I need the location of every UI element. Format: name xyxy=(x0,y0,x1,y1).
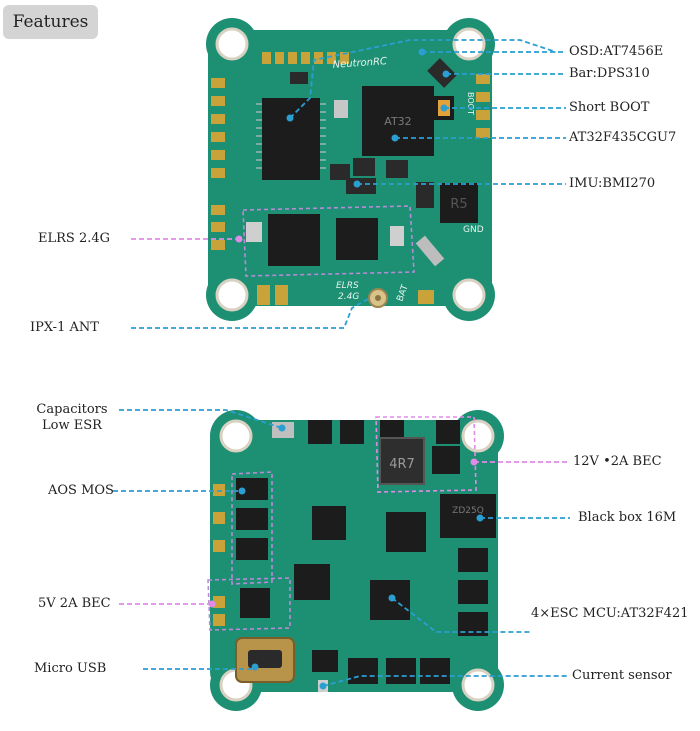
callout-5v-bec: 5V 2A BEC xyxy=(38,596,111,611)
features-badge: Features xyxy=(3,5,98,39)
mount-hole xyxy=(452,27,486,61)
mos-column xyxy=(236,478,268,560)
aos-mos-highlight-box xyxy=(231,471,273,585)
bec-12v-highlight-box xyxy=(375,416,477,493)
osd-chip xyxy=(262,98,320,180)
callout-ipx-antenna: IPX-1 ANT xyxy=(30,320,99,335)
esc-mcu-chip xyxy=(386,512,426,552)
callout-capacitors-line2: Low ESR xyxy=(42,418,102,433)
elrs-rf-chip xyxy=(336,218,378,260)
callout-barometer: Bar:DPS310 xyxy=(569,66,650,81)
callout-short-boot: Short BOOT xyxy=(569,100,650,115)
baro-chip xyxy=(427,58,457,88)
imu-chip-marking: R5 xyxy=(450,197,467,212)
mount-hole xyxy=(461,668,495,702)
callout-elrs: ELRS 2.4G xyxy=(38,231,111,246)
callout-aos-mos: AOS MOS xyxy=(48,483,114,498)
silk-24g: 2.4G xyxy=(338,292,359,302)
bottom-leader-lines xyxy=(113,409,570,687)
silk-brand: NeutronRC xyxy=(332,56,387,71)
esc-mcu-chip xyxy=(312,506,346,540)
callout-imu: IMU:BMI270 xyxy=(569,176,656,191)
left-pad-column xyxy=(211,78,225,250)
top-pad-row xyxy=(262,52,349,64)
elrs-chip xyxy=(268,214,320,266)
callout-capacitors-line1: Capacitors xyxy=(36,402,108,417)
callout-osd: OSD:AT7456E xyxy=(569,44,664,59)
callout-current-sensor: Current sensor xyxy=(572,668,672,683)
top-flight-controller-board: AT32 R5 NeutronRC ELRS 2.4G GND BAT xyxy=(206,18,495,321)
mount-hole xyxy=(461,419,495,453)
mount-hole xyxy=(215,278,249,312)
silk-gnd: GND xyxy=(463,225,484,235)
callout-12v-bec: 12V •2A BEC xyxy=(573,454,662,469)
inductor-marking: 4R7 xyxy=(389,457,415,472)
callout-blackbox: Black box 16M xyxy=(578,510,677,525)
inductor xyxy=(379,437,425,485)
callout-mcu: AT32F435CGU7 xyxy=(569,130,677,145)
bottom-pads xyxy=(257,285,434,305)
top-leader-lines xyxy=(131,39,566,329)
elrs-highlight-box xyxy=(242,205,415,277)
imu-chip xyxy=(440,183,478,223)
mcu-chip xyxy=(362,86,434,156)
capacitor-row xyxy=(272,420,460,444)
silk-boot: BOOT xyxy=(466,92,475,115)
mount-hole xyxy=(215,27,249,61)
esc-mcu-chip xyxy=(294,564,330,600)
silk-elrs: ELRS xyxy=(336,281,359,291)
mcu-chip-marking: AT32 xyxy=(384,115,411,128)
mount-hole xyxy=(452,278,486,312)
blackbox-marking: ZD25Q xyxy=(452,506,484,516)
blackbox-flash-chip xyxy=(440,494,496,538)
mount-hole xyxy=(219,419,253,453)
callout-esc-mcu: 4×ESC MCU:AT32F421 xyxy=(531,606,689,621)
right-pad-column xyxy=(476,74,490,138)
callout-micro-usb: Micro USB xyxy=(34,661,107,676)
bottom-esc-board: 4R7 ZD25Q xyxy=(207,410,504,711)
callout-capacitors: Capacitors Low ESR xyxy=(28,402,116,434)
